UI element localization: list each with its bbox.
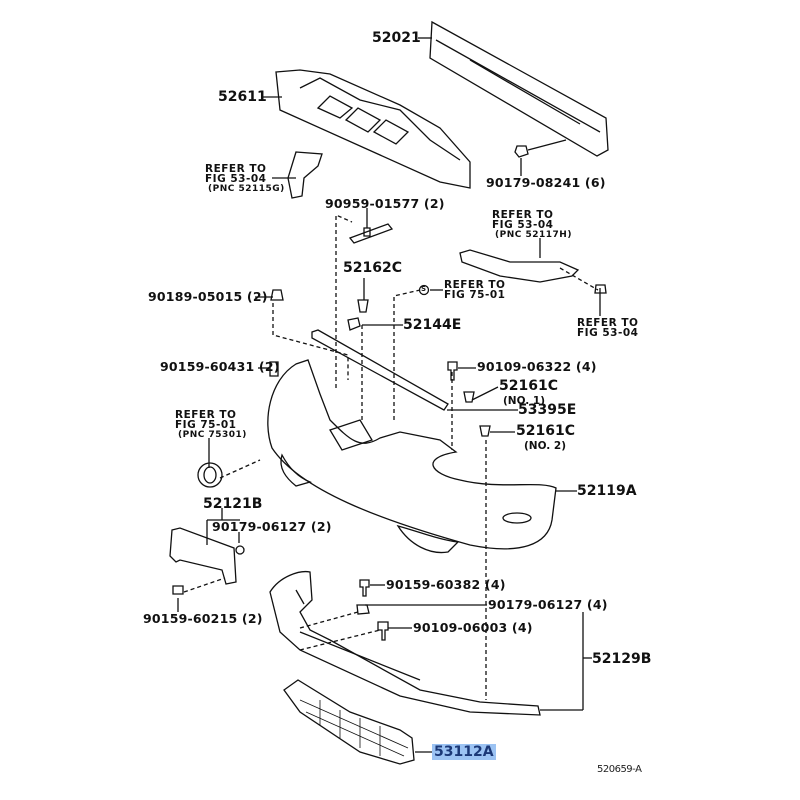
refer-to-fig-75-01-pnc-75301[interactable]: REFER TO FIG 75-01 (PNC 75301) xyxy=(175,410,247,440)
label-90159-60382[interactable]: 90159-60382 (4) xyxy=(386,577,506,592)
ref-line: FIG 53-04 xyxy=(205,173,267,185)
part-52021-reinforcement xyxy=(429,20,609,157)
label-52121b[interactable]: 52121B xyxy=(203,496,263,512)
part-52129b-lower-spoiler xyxy=(269,570,541,716)
s-symbol: S xyxy=(421,285,427,293)
ref-line: (PNC 52115G) xyxy=(208,184,285,194)
label-52611[interactable]: 52611 xyxy=(218,89,267,105)
nut-90179-06127-2 xyxy=(235,545,245,555)
ref-line: REFER TO xyxy=(175,409,237,421)
label-no2: (NO. 2) xyxy=(524,440,567,452)
label-52162c[interactable]: 52162C xyxy=(343,260,402,276)
ref-line: FIG 53-04 xyxy=(492,219,554,231)
ref-line: FIG 75-01 xyxy=(444,289,506,301)
bolt-90159-60431 xyxy=(269,361,279,377)
clip-52161c-no1 xyxy=(463,391,475,403)
part-53395e-seal xyxy=(311,329,449,411)
nut-90179-08241 xyxy=(418,37,567,176)
bolt-90109-06322 xyxy=(447,361,458,381)
label-52119a[interactable]: 52119A xyxy=(577,483,637,499)
label-90189-05015[interactable]: 90189-05015 (2) xyxy=(148,289,268,304)
label-52161c-no1[interactable]: 52161C xyxy=(499,378,558,394)
label-90109-06322[interactable]: 90109-06322 (4) xyxy=(477,359,597,374)
label-52021[interactable]: 52021 xyxy=(372,30,421,46)
label-53112a-highlighted[interactable]: 53112A xyxy=(432,744,496,760)
ref-line: (PNC 52117H) xyxy=(495,230,572,240)
screw-90159-60215 xyxy=(172,585,184,595)
part-75301-emblem xyxy=(197,462,223,488)
part-53112a-grille xyxy=(283,679,415,765)
ref-line: REFER TO xyxy=(444,279,506,291)
label-no1: (NO. 1) xyxy=(503,395,546,407)
ref-line: REFER TO xyxy=(577,317,639,329)
part-52144e-retainer xyxy=(347,317,361,331)
nut-clip-right xyxy=(594,284,607,294)
nut-90179-06127-4 xyxy=(356,604,370,615)
refer-to-fig-53-04-b[interactable]: REFER TO FIG 53-04 xyxy=(577,317,639,339)
label-52161c-no2[interactable]: 52161C xyxy=(516,423,575,439)
label-53395e[interactable]: 53395E xyxy=(518,402,577,418)
part-52121b-license-bracket xyxy=(169,527,237,585)
part-52115g-bracket xyxy=(287,151,323,199)
part-90959-retainer xyxy=(348,223,394,244)
bolt-90159-60382 xyxy=(359,579,370,597)
label-90179-06127-4[interactable]: 90179-06127 (4) xyxy=(488,597,608,612)
clip-52161c-no2 xyxy=(479,425,491,437)
ref-line: FIG 75-01 xyxy=(175,419,237,431)
part-52611-absorber xyxy=(275,69,471,189)
label-90159-60431[interactable]: 90159-60431 (2) xyxy=(160,359,280,374)
part-52119a-bumper-cover xyxy=(267,359,557,554)
dashed-connectors xyxy=(183,214,599,700)
label-52144e[interactable]: 52144E xyxy=(403,317,462,333)
bolt-90109-06003 xyxy=(377,621,389,641)
refer-to-fig-53-04-pnc-52117h[interactable]: REFER TO FIG 53-04 (PNC 52117H) xyxy=(492,210,572,240)
ref-line: REFER TO xyxy=(205,163,267,175)
label-90109-06003[interactable]: 90109-06003 (4) xyxy=(413,620,533,635)
label-90159-60215[interactable]: 90159-60215 (2) xyxy=(143,611,263,626)
label-90179-08241[interactable]: 90179-08241 (6) xyxy=(486,175,606,190)
label-90179-06127-2[interactable]: 90179-06127 (2) xyxy=(212,519,332,534)
diagram-code: 520659-A xyxy=(597,764,642,775)
s-symbol-circle xyxy=(418,284,430,296)
part-52162c-clip xyxy=(357,299,369,313)
refer-to-fig-75-01[interactable]: REFER TO FIG 75-01 xyxy=(444,279,506,301)
ref-line: REFER TO xyxy=(492,209,554,221)
refer-to-fig-53-04-pnc-52115g[interactable]: REFER TO FIG 53-04 (PNC 52115G) xyxy=(205,164,285,194)
ref-line: FIG 53-04 xyxy=(577,327,639,339)
leader-lines xyxy=(177,96,601,753)
label-52129b[interactable]: 52129B xyxy=(592,651,652,667)
part-52117h-bracket xyxy=(459,249,580,283)
nut-90189-05015 xyxy=(270,289,284,301)
ref-line: (PNC 75301) xyxy=(178,430,247,440)
label-90959-01577[interactable]: 90959-01577 (2) xyxy=(325,196,445,211)
